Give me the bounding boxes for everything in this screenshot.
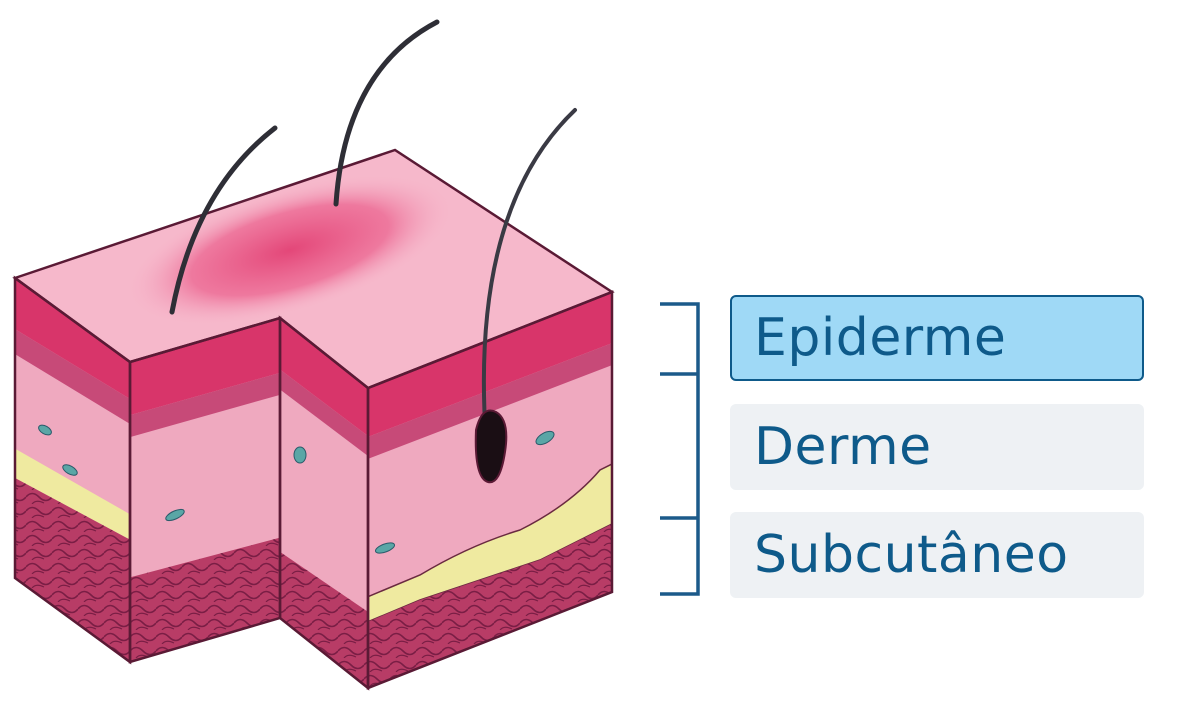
- redness-area: [125, 174, 455, 326]
- bracket-icon: [660, 302, 700, 596]
- label-subcutaneo: Subcutâneo: [730, 512, 1144, 598]
- hair-icon: [169, 125, 278, 315]
- hair-icon: [333, 19, 440, 207]
- label-derme: Derme: [730, 404, 1144, 490]
- face-front-left: [130, 318, 280, 662]
- skin-block: [12, 19, 615, 691]
- label-epiderme: Epiderme: [730, 295, 1144, 381]
- dermis-cells: [38, 424, 555, 554]
- hair-follicle-icon: [474, 409, 508, 484]
- hair-icon: [481, 108, 577, 442]
